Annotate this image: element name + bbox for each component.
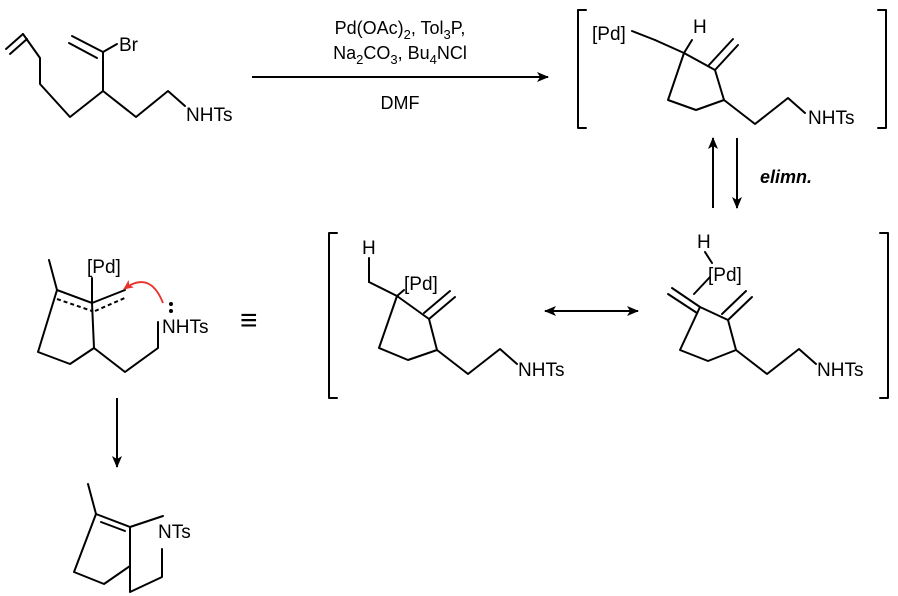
hydrogen-label: H: [362, 238, 376, 259]
nhts-label: NHTs: [186, 105, 232, 126]
pi-allyl-palladium-complex: [Pd] NHTs: [37, 257, 208, 373]
bromine-label: Br: [119, 35, 139, 56]
bracket-pd-hydride-complexes: H [Pd] NHTs H [Pd] NHTs: [328, 232, 889, 399]
hydrogen-label: H: [697, 232, 711, 253]
pd-label: [Pd]: [708, 265, 742, 286]
hydrogen-label: H: [693, 17, 707, 38]
conditions-line-2: Na2CO3, Bu4NCl: [333, 43, 467, 67]
nhts-label: NHTs: [808, 108, 854, 129]
reaction-arrow: Pd(OAc)2, Tol3P, Na2CO3, Bu4NCl DMF: [252, 18, 549, 113]
pd-label: [Pd]: [87, 257, 121, 278]
intermediate-alkylpalladium: [Pd] H NHTs: [577, 9, 887, 129]
curly-arrow: [123, 280, 164, 304]
nhts-label: NHTs: [162, 317, 208, 338]
starting-material: Br NHTs: [5, 33, 232, 126]
palladium-hydride-form-1: H [Pd] NHTs: [362, 238, 564, 381]
conditions-line-1: Pd(OAc)2, Tol3P,: [335, 18, 466, 42]
pd-label: [Pd]: [404, 274, 438, 295]
bicyclic-product: NTs: [73, 483, 191, 593]
nts-label: NTs: [158, 522, 191, 543]
lone-pair-dot: [169, 309, 173, 313]
equivalence-symbol: ≡: [240, 304, 258, 337]
equilibrium-arrows: elimn.: [708, 137, 812, 209]
elimination-label: elimn.: [760, 167, 812, 187]
pd-label: [Pd]: [592, 24, 626, 45]
nhts-label: NHTs: [518, 360, 564, 381]
solvent-label: DMF: [381, 93, 420, 113]
nhts-label: NHTs: [817, 360, 863, 381]
lone-pair-dot: [169, 302, 173, 306]
palladium-hydride-form-2: H [Pd] NHTs: [667, 232, 863, 381]
